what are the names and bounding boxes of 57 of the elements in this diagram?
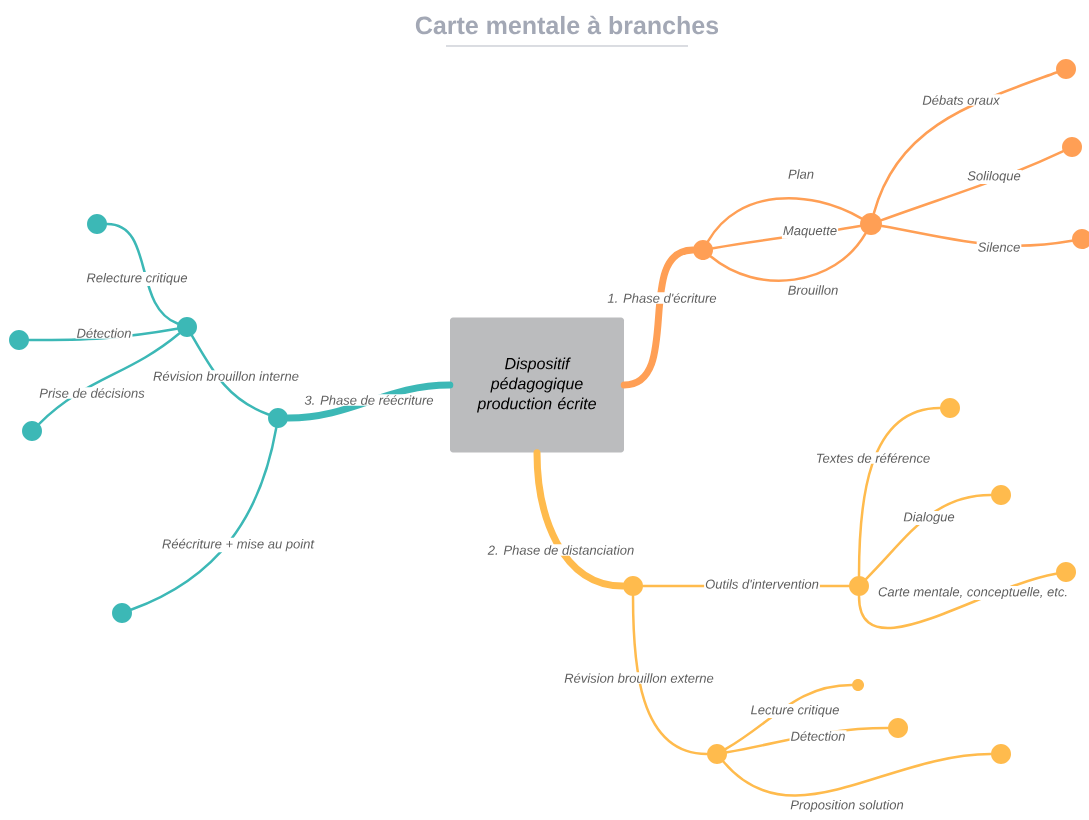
branch-line — [864, 493, 993, 581]
edge-label: Carte mentale, conceptuelle, etc. — [877, 585, 1070, 601]
branch-dot — [1062, 137, 1082, 157]
branch-dot — [1056, 59, 1076, 79]
edge-label: Brouillon — [786, 284, 840, 296]
branch-line — [190, 334, 270, 416]
edge-label: Dialogue — [902, 510, 956, 526]
branch-line — [722, 752, 993, 797]
edge-label: Plan — [787, 168, 815, 180]
branch-line — [533, 449, 627, 590]
edge-label: Débats oraux — [921, 94, 1001, 106]
branch-dot — [991, 744, 1011, 764]
branch-line — [706, 196, 863, 243]
branch-dot — [991, 485, 1011, 505]
branch-line — [284, 381, 454, 422]
branch-line — [620, 246, 697, 389]
topic-box: Dispositif pédagogique production écrite — [450, 317, 624, 453]
branch-dot — [693, 240, 713, 260]
branch-line — [872, 71, 1058, 215]
edge-label: Détection — [789, 730, 847, 742]
branch-dot — [707, 744, 727, 764]
branch-line — [724, 683, 854, 751]
branch-line — [631, 594, 709, 756]
branch-line — [130, 426, 278, 611]
edge-label: Réécriture + mise au point — [160, 537, 316, 553]
title: Carte mentale à branches — [415, 15, 719, 35]
branch-dot — [888, 718, 908, 738]
branch-dot — [9, 330, 29, 350]
branch-dot — [940, 398, 960, 418]
edge-label: Révision brouillon interne — [152, 370, 300, 382]
edge-label: Silence — [976, 241, 1022, 253]
edge-label: Révision brouillon externe — [563, 672, 715, 684]
edge-label: 3. Phase de réécriture — [303, 394, 435, 406]
branch-line — [857, 406, 942, 578]
branch-dot — [87, 214, 107, 234]
edge-label: Prise de décisions — [38, 387, 146, 399]
branch-line — [709, 232, 867, 282]
edge-label: Détection — [75, 327, 133, 339]
branch-dot — [860, 213, 882, 235]
branch-dot — [177, 317, 197, 337]
edge-label: 1. Phase d'écriture — [606, 292, 718, 304]
edge-label: Proposition solution — [789, 798, 905, 814]
branch-dot — [268, 408, 288, 428]
branch-line — [37, 332, 181, 426]
branch-dot — [112, 603, 132, 623]
edge-label: Textes de référence — [814, 452, 932, 464]
branch-line — [105, 222, 179, 325]
edge-label: 2. Phase de distanciation — [486, 544, 636, 556]
branch-dot — [22, 421, 42, 441]
edge-label: Outils d'intervention — [704, 578, 820, 590]
edge-label: Maquette — [781, 225, 839, 239]
branch-dot — [1056, 562, 1076, 582]
edge-label: Relecture critique — [85, 271, 189, 287]
branch-dot — [623, 576, 643, 596]
edge-label: Lecture critique — [749, 703, 841, 719]
branch-dot — [849, 576, 869, 596]
edge-label: Soliloque — [966, 169, 1022, 185]
